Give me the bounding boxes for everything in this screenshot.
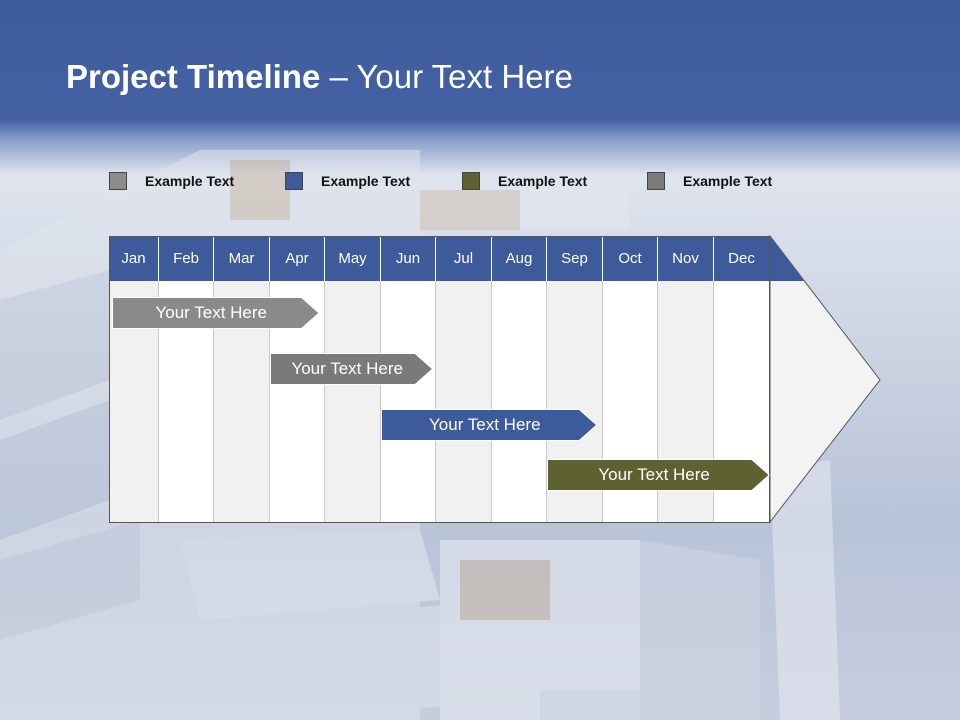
legend-item: Example Text [462, 171, 587, 191]
month-label: Apr [270, 236, 325, 281]
month-label: Aug [492, 236, 547, 281]
month-label: Sep [547, 236, 603, 281]
legend-label: Example Text [683, 173, 773, 189]
legend-label: Example Text [321, 173, 411, 189]
task-label: Your Text Here [291, 359, 403, 378]
month-label: Oct [603, 236, 658, 281]
month-label: Jul [436, 236, 492, 281]
task-bar: Your Text Here [112, 297, 320, 329]
month-column [436, 236, 492, 523]
month-column [492, 236, 547, 523]
legend-swatch [285, 172, 303, 190]
legend-swatch [647, 172, 665, 190]
month-label: Mar [214, 236, 270, 281]
legend-swatch [109, 172, 127, 190]
legend-label: Example Text [498, 173, 588, 189]
legend-item: Example Text [647, 171, 772, 191]
task-bar: Your Text Here [547, 459, 770, 491]
month-label: Jun [381, 236, 436, 281]
legend-swatch [462, 172, 480, 190]
legend-item: Example Text [285, 171, 410, 191]
month-label: Feb [159, 236, 214, 281]
task-label: Your Text Here [598, 465, 710, 484]
month-column [214, 236, 270, 523]
legend-item: Example Text [109, 171, 234, 191]
month-label: Dec [714, 236, 770, 281]
slide-title: Project Timeline – Your Text Here [66, 58, 573, 95]
task-label: Your Text Here [429, 415, 541, 434]
month-label: Jan [109, 236, 159, 281]
month-column [159, 236, 214, 523]
timeline-frame [109, 236, 770, 523]
month-label: Nov [658, 236, 714, 281]
legend-label: Example Text [145, 173, 235, 189]
month-column [109, 236, 159, 523]
task-bar: Your Text Here [270, 353, 434, 385]
task-label: Your Text Here [155, 303, 267, 322]
month-label: May [325, 236, 381, 281]
task-bar: Your Text Here [381, 409, 598, 441]
